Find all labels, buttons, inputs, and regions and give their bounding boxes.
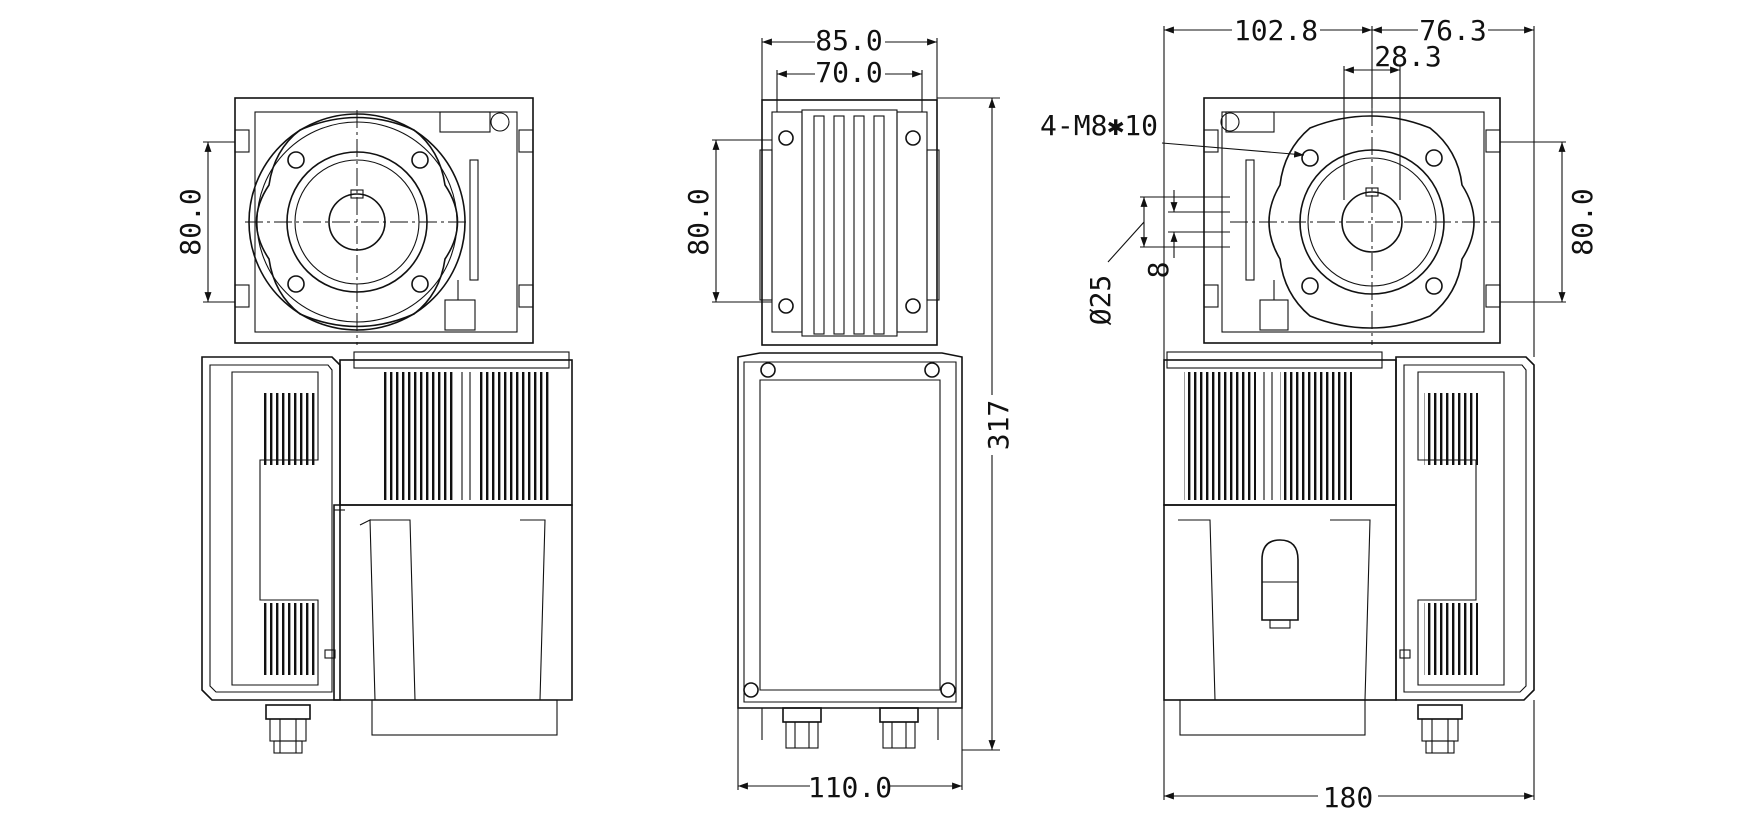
center-control-box: [737, 352, 963, 709]
right-bolt-hole-m8: [1301, 149, 1319, 167]
center-dim-70: 70.0: [776, 54, 923, 112]
left-cooling-fins-top: [262, 393, 316, 465]
center-dim-110: 110.0: [737, 708, 963, 804]
right-cooling-fins-bottom: [1424, 603, 1478, 675]
right-thread-label: 4-M8✱10: [1040, 109, 1158, 142]
right-cooling-fins-top: [1424, 393, 1478, 465]
right-motor-end-cap: [1163, 504, 1397, 701]
right-dim-keyway: 8: [1142, 190, 1230, 278]
right-dim-keyway-label: 8: [1142, 262, 1175, 279]
center-dim-85: 85.0: [761, 22, 938, 100]
center-gearbox-housing: [761, 99, 938, 346]
left-view: 80.0: [174, 97, 573, 754]
right-dim-80-label: 80.0: [1566, 188, 1599, 255]
left-gearbox-housing: [234, 97, 534, 344]
right-dim-diameter-label: Ø25: [1084, 275, 1117, 326]
right-cable-gland: [1417, 704, 1463, 720]
center-view: 85.0 70.0 80.0 317: [682, 22, 1015, 804]
right-motor-side-cover: [1395, 356, 1535, 701]
center-dim-110-label: 110.0: [808, 771, 892, 804]
right-dim-76: 76.3: [1372, 12, 1535, 357]
right-dim-180-label: 180: [1323, 781, 1374, 814]
right-flange: [1268, 115, 1475, 329]
left-dim-80-label: 80.0: [174, 188, 207, 255]
right-gearbox-housing: [1203, 97, 1501, 344]
right-thread-callout: 4-M8✱10: [1040, 109, 1305, 158]
right-dim-102: 102.8: [1163, 12, 1373, 360]
left-cable-gland: [265, 704, 311, 720]
center-dim-317-label: 317: [982, 400, 1015, 451]
right-dim-diameter: Ø25: [1084, 196, 1230, 326]
center-dim-70-label: 70.0: [815, 56, 882, 89]
right-dim-102-label: 102.8: [1234, 14, 1318, 47]
center-cable-gland-right: [879, 707, 919, 749]
center-dim-80: 80.0: [682, 139, 772, 303]
center-dim-85-label: 85.0: [815, 24, 882, 57]
center-dim-80-label: 80.0: [682, 188, 715, 255]
center-cable-gland-left: [782, 707, 822, 749]
right-dim-28-label: 28.3: [1374, 40, 1441, 73]
right-dim-80: 80.0: [1500, 141, 1599, 303]
right-dim-76-label: 76.3: [1419, 14, 1486, 47]
left-motor-end-cap: [333, 504, 573, 701]
left-cooling-fins-bottom: [262, 603, 316, 675]
left-dim-80: 80.0: [174, 141, 235, 303]
center-dim-317: 317: [937, 97, 1015, 751]
right-motor-viewport: [1261, 539, 1299, 621]
right-view: 102.8 76.3 28.3 4-M8✱10 Ø25: [1040, 12, 1599, 814]
right-dim-28: 28.3: [1343, 40, 1442, 200]
right-dim-180: 180: [1163, 700, 1535, 814]
